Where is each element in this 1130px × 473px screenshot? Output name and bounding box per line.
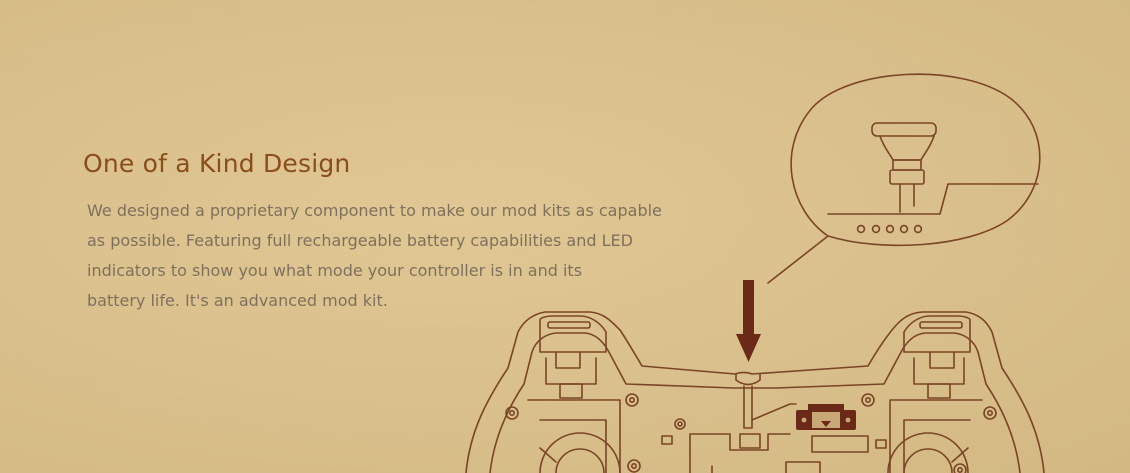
mod-component-callout-icon	[767, 73, 1041, 284]
feature-description-line: as possible. Featuring full rechargeable…	[87, 231, 633, 250]
feature-description-line: indicators to show you what mode your co…	[87, 261, 583, 280]
feature-heading: One of a Kind Design	[83, 149, 351, 178]
feature-description: We designed a proprietary component to m…	[87, 196, 687, 316]
down-arrow-icon	[736, 280, 761, 362]
led-module-icon	[796, 404, 856, 430]
feature-description-line: battery life. It's an advanced mod kit.	[87, 291, 388, 310]
controller-outline-icon	[465, 311, 1045, 473]
feature-description-line: We designed a proprietary component to m…	[87, 201, 662, 220]
